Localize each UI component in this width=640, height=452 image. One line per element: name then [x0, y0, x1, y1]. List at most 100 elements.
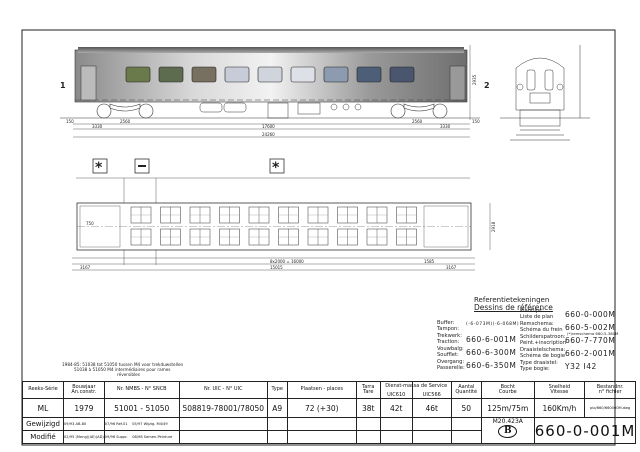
drawing-frame	[21, 29, 616, 446]
sncb-logo: B	[498, 425, 518, 438]
column-header: Aantal Quantité	[450, 381, 482, 399]
bogie-right	[390, 103, 448, 119]
bogie-left	[96, 103, 154, 119]
table-cell: 72 (+30)	[286, 398, 357, 418]
seat-pair	[396, 228, 417, 246]
references-title-fr: Dessins de référence	[474, 303, 553, 312]
dim-end-right: 3167	[446, 265, 457, 270]
drawing-ref-cell: M20.423A B	[480, 417, 535, 444]
seat-pair	[396, 206, 417, 224]
reference-value: 660-2-001M	[565, 349, 616, 358]
seat-pair	[189, 228, 211, 246]
table-cell: 160Km/h	[533, 398, 586, 418]
dim-end-left: 3167	[80, 265, 91, 270]
seat-pair	[278, 228, 299, 246]
dim-overhang-right: 3330	[440, 124, 451, 129]
seat-pair	[307, 206, 329, 224]
seat-pair	[189, 206, 211, 224]
reference-value: 660-6-300M	[466, 348, 517, 357]
dim-door-width: 1585	[424, 259, 435, 264]
smoking-symbol-box-2	[269, 158, 285, 174]
seat-pair	[130, 206, 152, 224]
dim-bogie-centres: 17600	[262, 124, 275, 129]
side-window	[191, 66, 217, 83]
dim-height: 2935	[472, 74, 477, 85]
drawing-ref: M20.423A	[492, 418, 523, 426]
drawing-number: 660-0-001M	[533, 417, 637, 444]
column-header: Bouwjaar An.constr.	[63, 381, 105, 399]
side-window	[257, 66, 283, 83]
seat-pair	[278, 206, 299, 224]
underframe-equipment	[199, 102, 362, 119]
note-line-1: 1984-85: 51038 tot 51050 tussen M4 voor …	[62, 362, 184, 367]
door-left	[80, 65, 97, 101]
modified-label-nl: Gewijzigd	[22, 417, 64, 431]
reference-value: 660-7-770M	[565, 336, 616, 345]
note-line-2: 51038 à 51050 M4 intermédiaires pour ram…	[74, 367, 171, 372]
reference-label: Type draaistel: Type bogie:	[520, 360, 558, 372]
table-cell: A9	[266, 398, 288, 418]
table-cell: ML	[22, 398, 64, 418]
modification-entry: 09/93 AB-80	[63, 417, 105, 431]
column-header: Snelheid Vitesse	[533, 381, 586, 399]
reference-value: (-6-073M)(-6-068M)	[466, 322, 520, 327]
car-roof	[78, 47, 464, 53]
modification-entry: 02/95 (Meng)(AE)(AD)	[63, 430, 105, 444]
column-header: Nr. UIC - N° UIC	[178, 381, 268, 399]
reference-label: Draaistelschema: Schéma de bogie	[520, 347, 566, 359]
reference-label: Overgang: Passerelle:	[437, 359, 465, 371]
dim-compartment: 15015	[270, 265, 283, 270]
dim-wheelbase-left: 2560	[120, 119, 131, 124]
side-window	[290, 66, 316, 83]
reference-value: Y32 I42	[565, 362, 597, 371]
side-window	[224, 66, 250, 83]
column-header: Reeks-Série	[22, 381, 64, 399]
dim-buffer-right: 150	[472, 119, 480, 124]
reference-label: Schilderspatroon: Peint.+inscription	[520, 334, 566, 346]
reference-label: Buffer: Tampon:	[437, 320, 460, 332]
note-line-3: réversibles	[117, 372, 140, 377]
column-header: Tarra Tare	[355, 381, 381, 399]
column-header: Type	[266, 381, 288, 399]
table-cell: 125m/75m	[480, 398, 535, 418]
modification-note: 1984-85: 51038 tot 51050 tussen M4 voor …	[62, 362, 183, 377]
seat-pair	[130, 228, 152, 246]
vestibule-left	[79, 205, 121, 248]
smoking-symbol-box	[92, 158, 108, 174]
compartment-symbols: * *	[76, 158, 470, 265]
dim-overhang-left: 3330	[92, 124, 103, 129]
reference-extra: (*)remschema 660-5-380M	[567, 331, 619, 336]
column-header: Nr. NMBS - N° SNCB	[103, 381, 180, 399]
end-label-2: 2	[484, 81, 490, 90]
side-window	[323, 66, 349, 83]
side-window	[389, 66, 415, 83]
seat-pair	[219, 228, 240, 246]
side-window	[125, 66, 151, 83]
reference-label: Remschema: Schéma du frein	[520, 321, 563, 333]
reference-value: 660-0-000M	[565, 310, 616, 319]
seat-pair	[366, 206, 388, 224]
dim-width: 2918	[491, 221, 496, 232]
dim-wheelbase-right: 2560	[412, 119, 423, 124]
column-header: Bestandnr. n° fichier	[583, 381, 637, 399]
service-mass-header: Dienst-massa de Service	[385, 382, 448, 389]
reference-label: Plantlijst: Liste de plan	[520, 308, 554, 320]
side-dimension-lines	[73, 45, 471, 138]
seat-pair	[307, 228, 329, 246]
dim-seat-pitch: 8x2000 = 16000	[270, 259, 304, 264]
side-window	[158, 66, 184, 83]
modification-entry: 07/96 Ref.01 05/97 Wijzig. M4/49	[103, 417, 180, 431]
table-cell: plo/660/660000M.dwg	[583, 398, 637, 418]
dim-aisle: 750	[86, 221, 94, 226]
column-header: Bocht Courbe	[480, 381, 535, 399]
reference-value: 660-6-001M	[466, 335, 517, 344]
seat-pair	[337, 228, 358, 246]
column-header: Plaatsen - places	[286, 381, 357, 399]
seat-pair	[366, 228, 388, 246]
end-label-1: 1	[60, 81, 66, 90]
